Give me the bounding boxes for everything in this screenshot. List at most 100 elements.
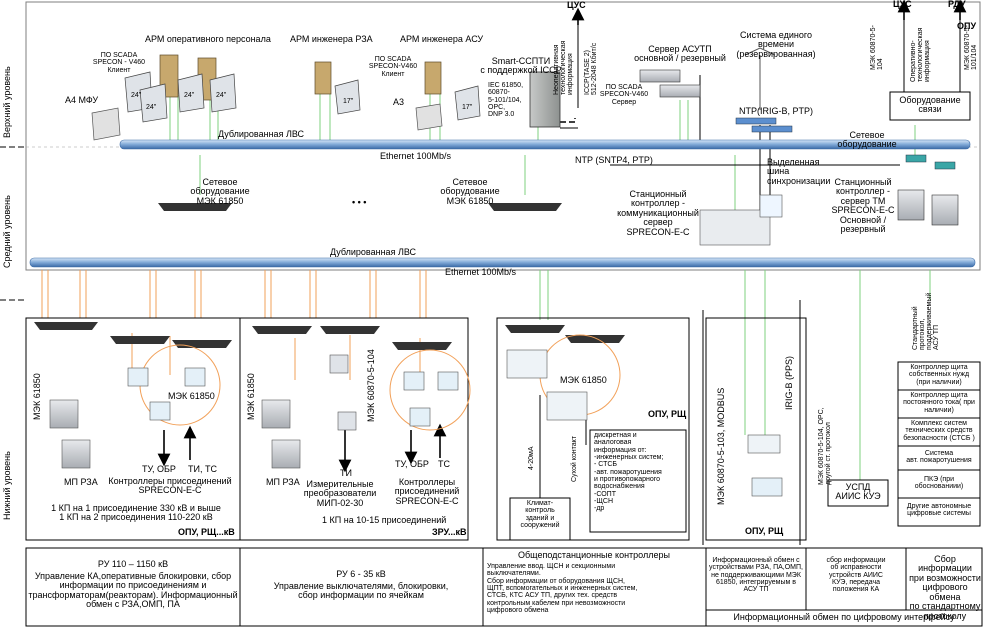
time-server: [735, 117, 777, 125]
lower-links: [41, 270, 427, 380]
tu-obr-1-label: ТУ, ОБР: [142, 464, 176, 474]
mek-104-b-label: МЭК 60870-5- 101/104: [964, 25, 978, 70]
nontech-info-label: Неоперативная технологическая информация: [553, 40, 574, 95]
mp-rza-1: [49, 399, 91, 469]
lower-switches: [34, 322, 625, 350]
opu-rsch-kv-label: ОПУ, РЩ...кВ: [178, 527, 235, 537]
ethernet-mid-label: Ethernet 100Mb/s: [445, 267, 517, 277]
rdu-label: РДУ: [948, 0, 966, 9]
kp-rule-1: 1 КП на 1 присоединение 330 кВ и выше 1 …: [51, 503, 221, 523]
bay-controllers-1: [127, 367, 206, 421]
autonomous-systems-list: [897, 361, 981, 527]
mek61850-ring-3-label: МЭК 61850: [560, 375, 607, 385]
list-item-3: Комплекс систем технических средств безо…: [903, 420, 975, 442]
climate-label: Климат- контроль зданий и сооружений: [520, 500, 560, 530]
arm-operative-title: АРМ оперативного персонала: [145, 34, 271, 44]
col1-title: РУ 110 – 1150 кВ: [97, 559, 169, 569]
col3-text: Управление ввод. ЩСН и секционными выклю…: [487, 563, 638, 615]
time-server-2: [751, 125, 793, 133]
non61850-controllers: [747, 434, 783, 497]
signal-arrows: [157, 0, 967, 473]
ethernet-top-label: Ethernet 100Mb/s: [380, 151, 452, 161]
col6-text: Сбор информации при возможности цифровог…: [909, 554, 981, 621]
a3-printer-label: А3: [393, 97, 405, 107]
lan-mid-label: Дублированная ЛВС: [330, 247, 417, 257]
time-system-label: Система единого времени (резервированная…: [736, 30, 816, 59]
scada-client-2: ПО SCADA SPECON-V460 Клиент: [368, 56, 418, 78]
bay-controllers-2: [403, 371, 459, 427]
cus-left-label: ЦУС: [567, 0, 586, 10]
scada-server-label: ПО SCADA SPECON-V460 Сервер: [599, 84, 649, 106]
mek-103-label: МЭК 60870-5-103, MODBUS: [716, 387, 726, 505]
network-switch-top-2: [934, 161, 956, 170]
ti-ts-1-label: ТИ, ТС: [188, 464, 217, 474]
mek61850-ring-1-label: МЭК 61850: [168, 391, 215, 401]
opu-top-label: ОПУ: [957, 21, 977, 31]
tm-server-main: [897, 189, 925, 221]
field-cables: [169, 90, 931, 480]
uspd-label: УСПД АИИС КУЭ: [835, 482, 881, 502]
list-item-6: Другие автономные цифровые системы: [906, 503, 972, 518]
col1-text: Управление КА,оперативные блокировки, сб…: [28, 571, 238, 610]
lan-top-label: Дублированная ЛВС: [218, 129, 305, 139]
arm-asu-title: АРМ инженера АСУ: [400, 34, 484, 44]
list-item-2: Контроллер щита постоянного тока( при на…: [903, 392, 975, 414]
discrete-info-box: [589, 429, 687, 533]
a4-printer-label: А4 МФУ: [65, 95, 99, 105]
col4-text: Информационный обмен с устройствами РЗА,…: [709, 557, 803, 594]
net-eq-1-label: Сетевое оборудование МЭК 61850: [190, 177, 250, 206]
station-controller-label: Станционный контроллер - коммуникационны…: [617, 189, 699, 237]
uspd-box: [827, 479, 889, 507]
discrete-info-label: дискретная и аналоговая информация от: -…: [594, 432, 664, 513]
sync-bus-label: Выделенная шина синхронизации: [767, 157, 831, 186]
ntp-sntp-label: NTP (SNTP4, PTP): [575, 155, 653, 165]
mp-rza-1-label: МП РЗА: [64, 477, 98, 487]
mek-104-opc-label: МЭК 60870-5-104, OPC, другой ст. протоко…: [818, 407, 832, 485]
kp-rule-2: 1 КП на 10-15 присоединений: [322, 515, 447, 525]
monitor-24-2: 24": [146, 104, 157, 111]
upper-ethernet-bus: [119, 139, 971, 150]
monitor-24-4: 24": [216, 92, 227, 99]
sync-monitor: [759, 194, 783, 218]
smart-sspti-label: Smart-ССПТИ с поддержкой ICCP: [480, 56, 562, 76]
general-frame: [496, 317, 690, 541]
ntp-irig-label: NTP(IRIG-B, PTP): [739, 106, 813, 116]
ma-label: 4-20мА: [528, 446, 535, 471]
general-controllers: [506, 349, 588, 421]
bottom-table: [25, 547, 983, 627]
protocols-label: IEC 61850, 60870- 5-101/104, OPC, DNP 3.…: [488, 82, 524, 119]
monitor-17-1: 17": [343, 98, 354, 105]
col2-text: Управление выключателями, блокировки, сб…: [273, 581, 449, 601]
smart-sspti-cabinet: [529, 71, 561, 128]
digital-exchange-footer: Информационный обмен по цифровому интерф…: [733, 612, 955, 622]
station-controller-rack: [699, 209, 771, 246]
mek61850-vertical-2: МЭК 61850: [246, 373, 256, 420]
mp-rza-2: [261, 399, 301, 469]
ti-label: ТИ: [340, 468, 352, 478]
station-tm-label: Станционный контроллер - сервер ТМ SPREC…: [831, 177, 895, 235]
upper-frame: [25, 1, 981, 271]
zru-label: ЗРУ...кВ: [432, 527, 467, 537]
dry-contact-label: Сухой контакт: [571, 436, 578, 482]
net-eq-2-label: Сетевое оборудование МЭК 61850: [440, 177, 500, 206]
level-low-label: Нижний уровень: [2, 451, 12, 520]
asutp-server: [639, 69, 681, 83]
monitor-24-1: 24": [131, 92, 142, 99]
asutp-server-2: [659, 84, 701, 98]
monitor-24-3: 24": [184, 92, 195, 99]
mid-dots: • • •: [352, 197, 367, 207]
asutp-server-label: Сервер АСУТП основной / резервный: [634, 44, 726, 64]
ru635-frame: [239, 317, 469, 541]
irig-pps-label: IRIG-B (PPS): [784, 355, 794, 410]
list-item-1: Контроллер щита собственных нужд (при на…: [908, 364, 970, 386]
climate-box: [509, 497, 571, 541]
oper-tech-info-label: Оперативно- технологическая информация: [910, 27, 931, 82]
std-protocol-label: Стандартный протокол, поддерживаемый АСУ…: [912, 292, 940, 350]
opu-rsch-2-label: ОПУ, РЩ: [745, 526, 784, 536]
mip-converters: [329, 354, 357, 431]
mid-switches: [158, 203, 562, 211]
bay-controllers-2-label: Контроллеры присоединений SPRECON-E-C: [394, 477, 460, 506]
col2-title: РУ 6 - 35 кВ: [336, 569, 386, 579]
level-mid-label: Средний уровень: [2, 195, 12, 268]
